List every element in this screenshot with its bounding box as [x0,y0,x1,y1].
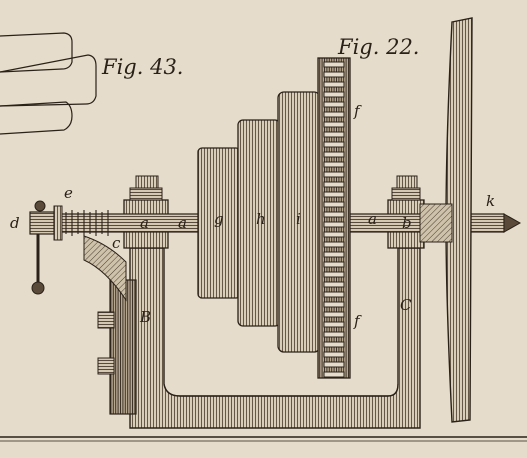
gear-tooth [323,161,345,168]
gear-tooth [323,111,345,118]
gear-tooth [323,271,345,278]
gear-tooth [323,131,345,138]
label-b: b [402,214,412,232]
fig43-title: Fig. 43. [101,55,183,79]
gear-tooth [323,341,345,348]
label-f-bottom: f [353,312,362,330]
gear-tooth [323,91,345,98]
gear-tooth [323,241,345,248]
gear-tooth [323,261,345,268]
stepped-pulley [197,91,321,353]
gear-tooth [323,151,345,158]
gear-tooth [323,351,345,358]
label-a2: a [178,214,187,232]
label-i: i [296,210,301,228]
lathe-frame [83,235,421,429]
gear-tooth [323,331,345,338]
gear-tooth [323,371,345,378]
crank-handle [29,200,63,295]
label-B: B [139,308,151,326]
label-g: g [214,210,224,228]
gear-tooth [323,81,345,88]
gear-tooth [323,311,345,318]
gear-tooth [323,181,345,188]
label-C: C [400,296,412,314]
gear-tooth [323,361,345,368]
gear-tooth [323,61,345,68]
gear-tooth [323,211,345,218]
gear-wheel [317,57,351,379]
label-e: e [64,184,73,202]
gear-tooth [323,231,345,238]
label-c: c [112,234,121,252]
right-bearing [387,175,425,249]
gear-tooth [323,141,345,148]
gear-tooth [323,251,345,258]
gear-tooth [323,281,345,288]
label-k: k [486,192,495,210]
gear-tooth [323,291,345,298]
left-bearing [123,175,169,249]
gear-tooth [323,191,345,198]
gear-tooth [323,71,345,78]
face-plate [419,17,473,423]
label-f-top: f [353,102,362,120]
fig22-title: Fig. 22. [337,35,419,59]
gear-tooth [323,201,345,208]
label-a3: a [368,210,377,228]
label-h: h [256,210,266,228]
gear-tooth [323,301,345,308]
gear-tooth [323,221,345,228]
label-d: d [10,214,20,232]
fig43-fragment [0,32,97,135]
gear-tooth [323,121,345,128]
label-a: a [140,214,149,232]
gear-tooth [323,171,345,178]
gear-tooth [323,101,345,108]
gear-tooth [323,321,345,328]
